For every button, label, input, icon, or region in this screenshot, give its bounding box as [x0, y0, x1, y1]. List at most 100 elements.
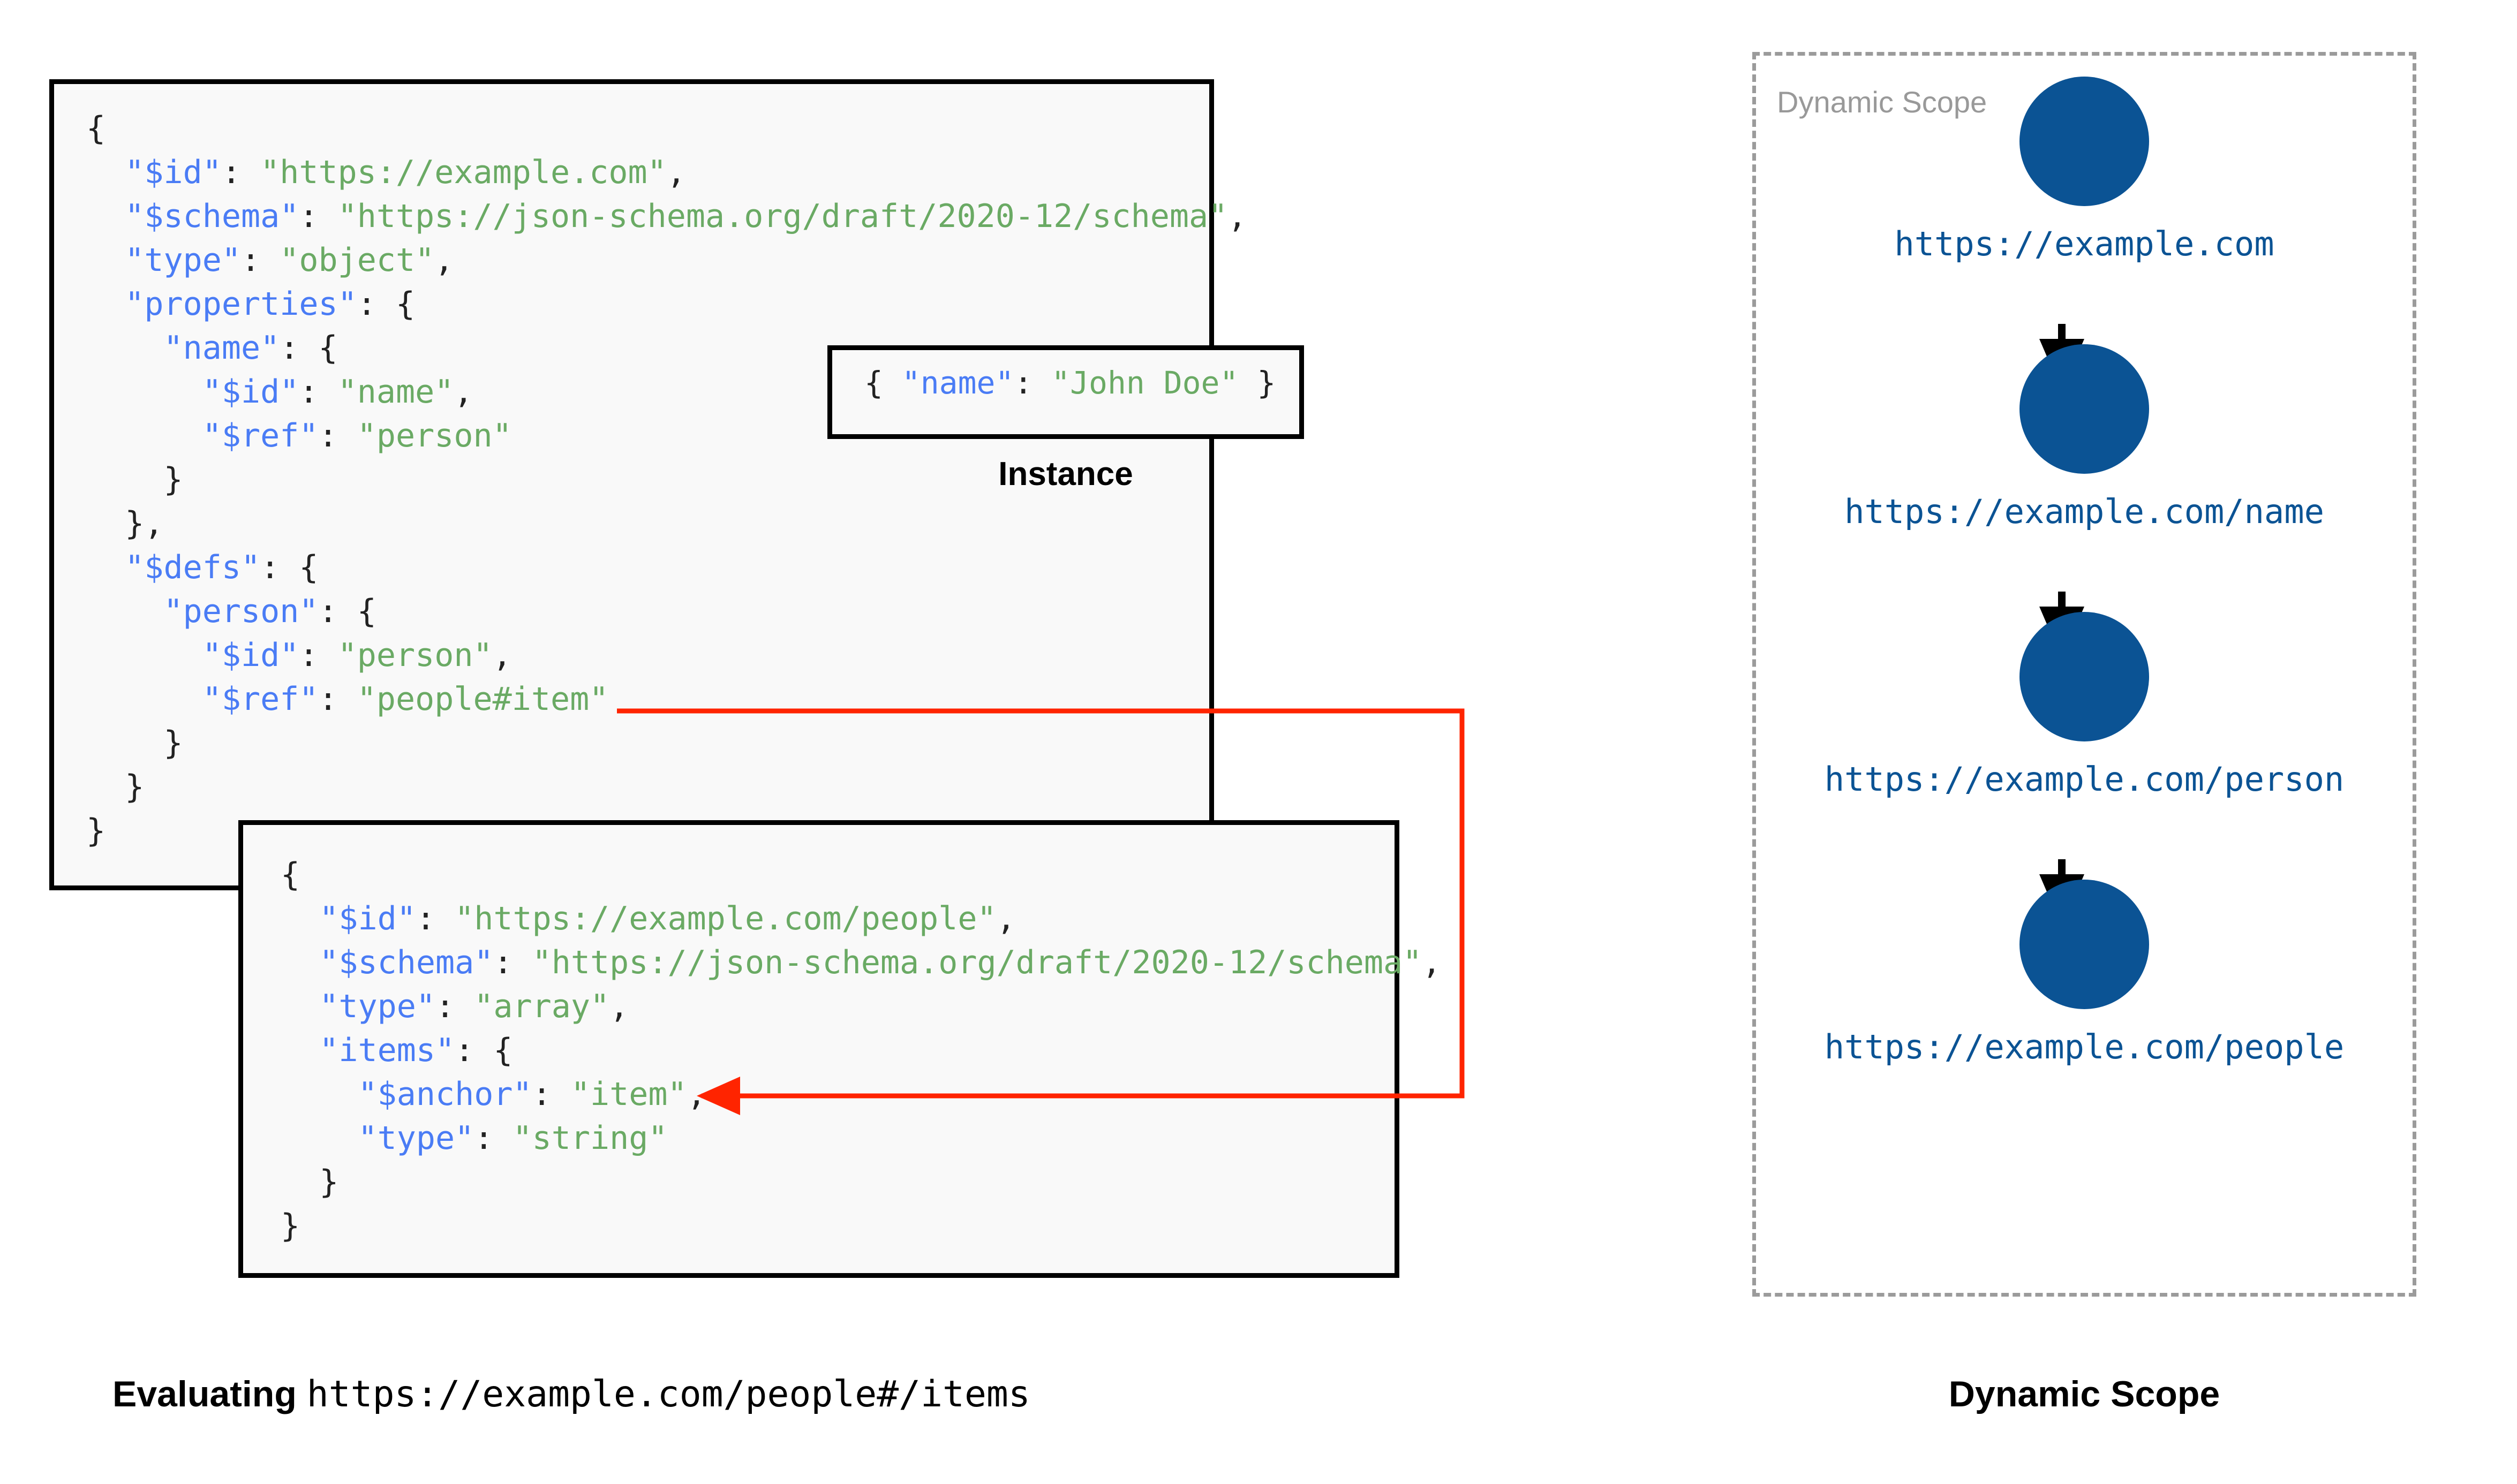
code-token: "https://json-schema.org/draft/2020-12/s…	[532, 944, 1422, 981]
instance-code: { "name": "John Doe" }	[864, 366, 1276, 399]
code-token: "$defs"	[125, 549, 261, 586]
code-token: :	[474, 1119, 513, 1157]
people-schema-code: { "$id": "https://example.com/people", "…	[281, 853, 1441, 1248]
code-token: "name"	[163, 329, 280, 367]
code-token: "https://json-schema.org/draft/2020-12/s…	[337, 198, 1228, 235]
filled-circle-node-icon	[2019, 880, 2149, 1009]
code-token: "name"	[901, 365, 1014, 401]
code-token: "$id"	[125, 154, 222, 191]
root-schema-code: { "$id": "https://example.com", "$schema…	[86, 107, 1247, 853]
code-token: }	[163, 724, 183, 762]
code-line: "$ref": "person"	[86, 414, 1247, 458]
code-token: "string"	[513, 1119, 668, 1157]
code-token: ,	[666, 154, 686, 191]
code-token: "$anchor"	[358, 1076, 532, 1113]
code-token: },	[125, 505, 164, 542]
code-token: "properties"	[125, 285, 357, 323]
code-line: "$id": "https://example.com",	[86, 150, 1247, 194]
code-token: ,	[1227, 198, 1247, 235]
code-token: "John Doe"	[1051, 365, 1239, 401]
code-line: "$id": "name",	[86, 370, 1247, 414]
code-line: "$defs": {	[86, 546, 1247, 589]
code-line: "type": "string"	[281, 1116, 1441, 1160]
code-line: "$anchor": "item",	[281, 1072, 1441, 1116]
code-token: : {	[280, 329, 338, 367]
code-line: }	[86, 458, 1247, 502]
code-line: "$schema": "https://json-schema.org/draf…	[281, 941, 1441, 985]
scope-node-example-com-person: https://example.com/person	[1752, 612, 2416, 799]
evaluating-uri: https://example.com/people#/items	[306, 1373, 1030, 1415]
evaluating-label: Evaluating	[112, 1374, 297, 1414]
code-token: :	[318, 417, 357, 455]
filled-circle-node-icon	[2019, 344, 2149, 474]
code-token: :	[493, 944, 532, 981]
code-line: "name": {	[86, 326, 1247, 370]
code-token: "$ref"	[202, 680, 319, 718]
code-token: "$id"	[202, 373, 299, 411]
code-token: ,	[454, 373, 473, 411]
code-token: "person"	[163, 593, 319, 630]
code-token: "items"	[319, 1032, 455, 1069]
code-line: "items": {	[281, 1028, 1441, 1072]
scope-node-label: https://example.com	[1894, 224, 2274, 263]
code-line: },	[86, 502, 1247, 546]
code-line: "$id": "person",	[86, 633, 1247, 677]
instance-box: { "name": "John Doe" }	[827, 345, 1304, 439]
code-token: : {	[455, 1032, 513, 1069]
scope-node-example-com-people: https://example.com/people	[1752, 880, 2416, 1066]
code-token: "name"	[337, 373, 454, 411]
code-token: }	[86, 812, 106, 850]
code-token: "type"	[319, 988, 435, 1025]
code-token: "object"	[280, 241, 435, 279]
code-token: "https://example.com/people"	[455, 900, 997, 937]
code-token: "person"	[337, 637, 493, 674]
scope-node-example-com: https://example.com	[1752, 77, 2416, 263]
code-line: }	[281, 1160, 1441, 1204]
code-line: }	[281, 1204, 1441, 1248]
code-token: :	[1014, 365, 1052, 401]
filled-circle-node-icon	[2019, 612, 2149, 741]
instance-caption: Instance	[998, 456, 1133, 493]
code-token: ,	[434, 241, 454, 279]
people-schema-box: { "$id": "https://example.com/people", "…	[238, 820, 1441, 1278]
code-token: "https://example.com"	[260, 154, 667, 191]
code-line: "type": "array",	[281, 985, 1441, 1028]
dynamic-scope-caption: Dynamic Scope	[1948, 1374, 2220, 1414]
code-token: :	[532, 1076, 571, 1113]
code-token: :	[241, 241, 280, 279]
code-token: :	[318, 680, 357, 718]
code-token: : {	[318, 593, 376, 630]
code-token: ,	[492, 637, 512, 674]
scope-node-label: https://example.com/people	[1824, 1027, 2345, 1066]
code-token: "$schema"	[319, 944, 494, 981]
code-token: {	[864, 365, 902, 401]
code-token: : {	[357, 285, 416, 323]
code-token: ,	[687, 1076, 706, 1113]
code-line: {	[86, 107, 1247, 150]
scope-node-label: https://example.com/person	[1824, 760, 2345, 799]
code-token: ,	[996, 900, 1016, 937]
scope-node-example-com-name: https://example.com/name	[1752, 344, 2416, 531]
scope-node-label: https://example.com/name	[1844, 492, 2324, 531]
code-line: "type": "object",	[86, 238, 1247, 282]
code-token: "type"	[358, 1119, 474, 1157]
code-line: {	[281, 853, 1441, 897]
code-line: "$ref": "people#item"	[86, 677, 1247, 721]
code-line: }	[86, 809, 1247, 853]
code-token: :	[299, 373, 338, 411]
evaluating-caption: Evaluating https://example.com/people#/i…	[112, 1373, 1030, 1415]
dynamic-scope-inner-label: Dynamic Scope	[1777, 85, 1987, 119]
code-token: "$id"	[319, 900, 416, 937]
code-line: "properties": {	[86, 282, 1247, 326]
code-token: "type"	[125, 241, 241, 279]
code-token: "$schema"	[125, 198, 299, 235]
code-line: "person": {	[86, 589, 1247, 633]
code-token: "$id"	[202, 637, 299, 674]
code-token: "item"	[570, 1076, 687, 1113]
dynamic-scope-panel	[1752, 52, 2416, 1297]
code-token: }	[125, 768, 145, 806]
code-token: "people#item"	[357, 680, 609, 718]
code-token: :	[299, 198, 338, 235]
code-line: { "name": "John Doe" }	[864, 366, 1276, 399]
